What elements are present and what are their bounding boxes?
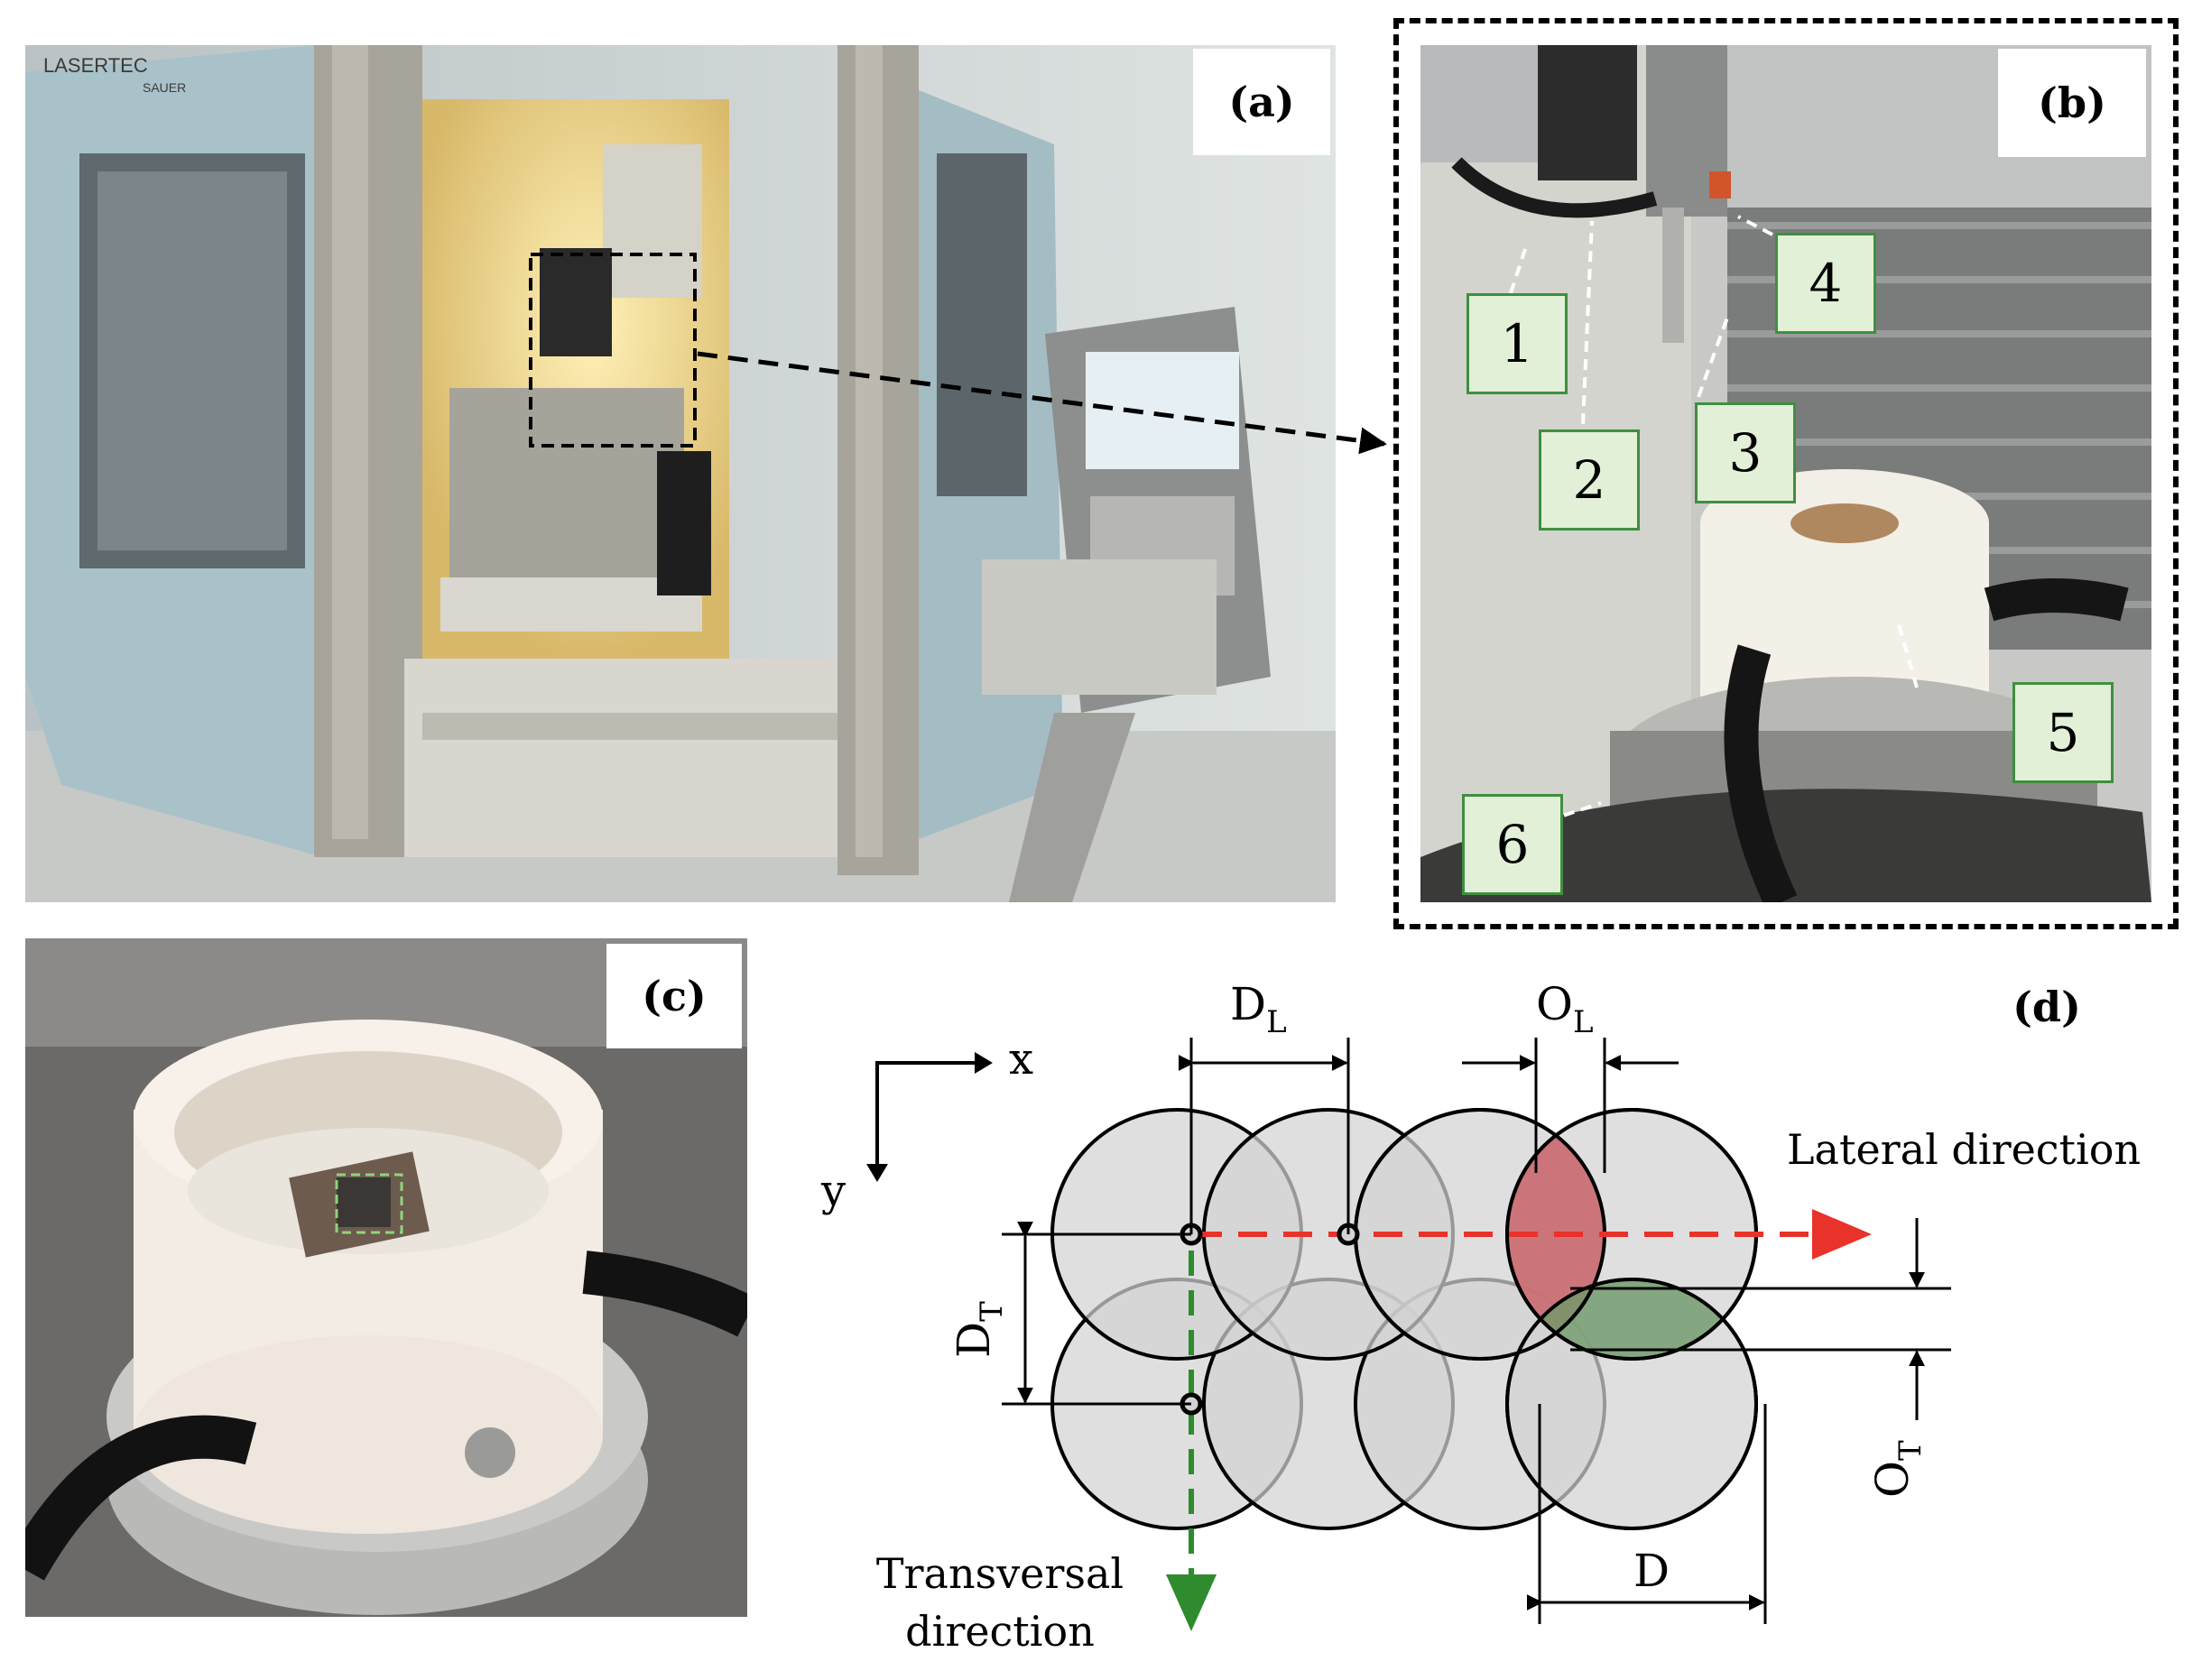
- photo-sample-holder: [25, 938, 747, 1617]
- callout-6: 6: [1462, 794, 1563, 895]
- callout-1: 1: [1466, 293, 1568, 394]
- panel-label-c: (c): [606, 944, 742, 1048]
- lateral-direction-arrowhead: [1812, 1209, 1872, 1260]
- machine-brand-text: LASERTEC: [43, 54, 148, 77]
- y-axis-label: y: [820, 1166, 846, 1216]
- dt-dimension: [1002, 1221, 1191, 1406]
- panel-label-d: (d): [2012, 983, 2081, 1031]
- axes-corner: [875, 1061, 976, 1166]
- transversal-label-line1: Transversal: [876, 1549, 1124, 1598]
- dt-label: DT: [948, 1301, 1010, 1358]
- ol-label: OL: [1536, 978, 1594, 1040]
- d-dimension: [1526, 1404, 1767, 1624]
- y-axis-arrowhead: [866, 1164, 888, 1182]
- zoom-region-box: [529, 253, 697, 448]
- callout-3: 3: [1695, 402, 1796, 503]
- machine-sub-text: SAUER: [143, 80, 186, 95]
- panel-b-frame: [1393, 18, 2179, 929]
- transversal-direction-arrowhead: [1166, 1574, 1217, 1631]
- d-label: D: [1633, 1545, 1670, 1597]
- dl-label: DL: [1230, 978, 1287, 1040]
- panel-label-b: (b): [1998, 49, 2146, 157]
- dl-dimension: [1178, 1038, 1350, 1234]
- x-axis-arrowhead: [975, 1052, 993, 1074]
- transversal-label-line2: direction: [905, 1607, 1095, 1656]
- callout-2: 2: [1539, 429, 1640, 531]
- callout-5: 5: [2012, 682, 2114, 783]
- ot-dimension: [1570, 1218, 1951, 1420]
- photo-laser-machine: LASERTEC SAUER: [25, 45, 1336, 902]
- ol-dimension: [1462, 1038, 1679, 1173]
- lateral-direction-label: Lateral direction: [1787, 1125, 2141, 1174]
- callout-4: 4: [1775, 233, 1876, 334]
- ot-label: OT: [1866, 1440, 1929, 1498]
- x-axis-label: x: [1009, 1034, 1033, 1085]
- panel-label-a: (a): [1193, 49, 1330, 155]
